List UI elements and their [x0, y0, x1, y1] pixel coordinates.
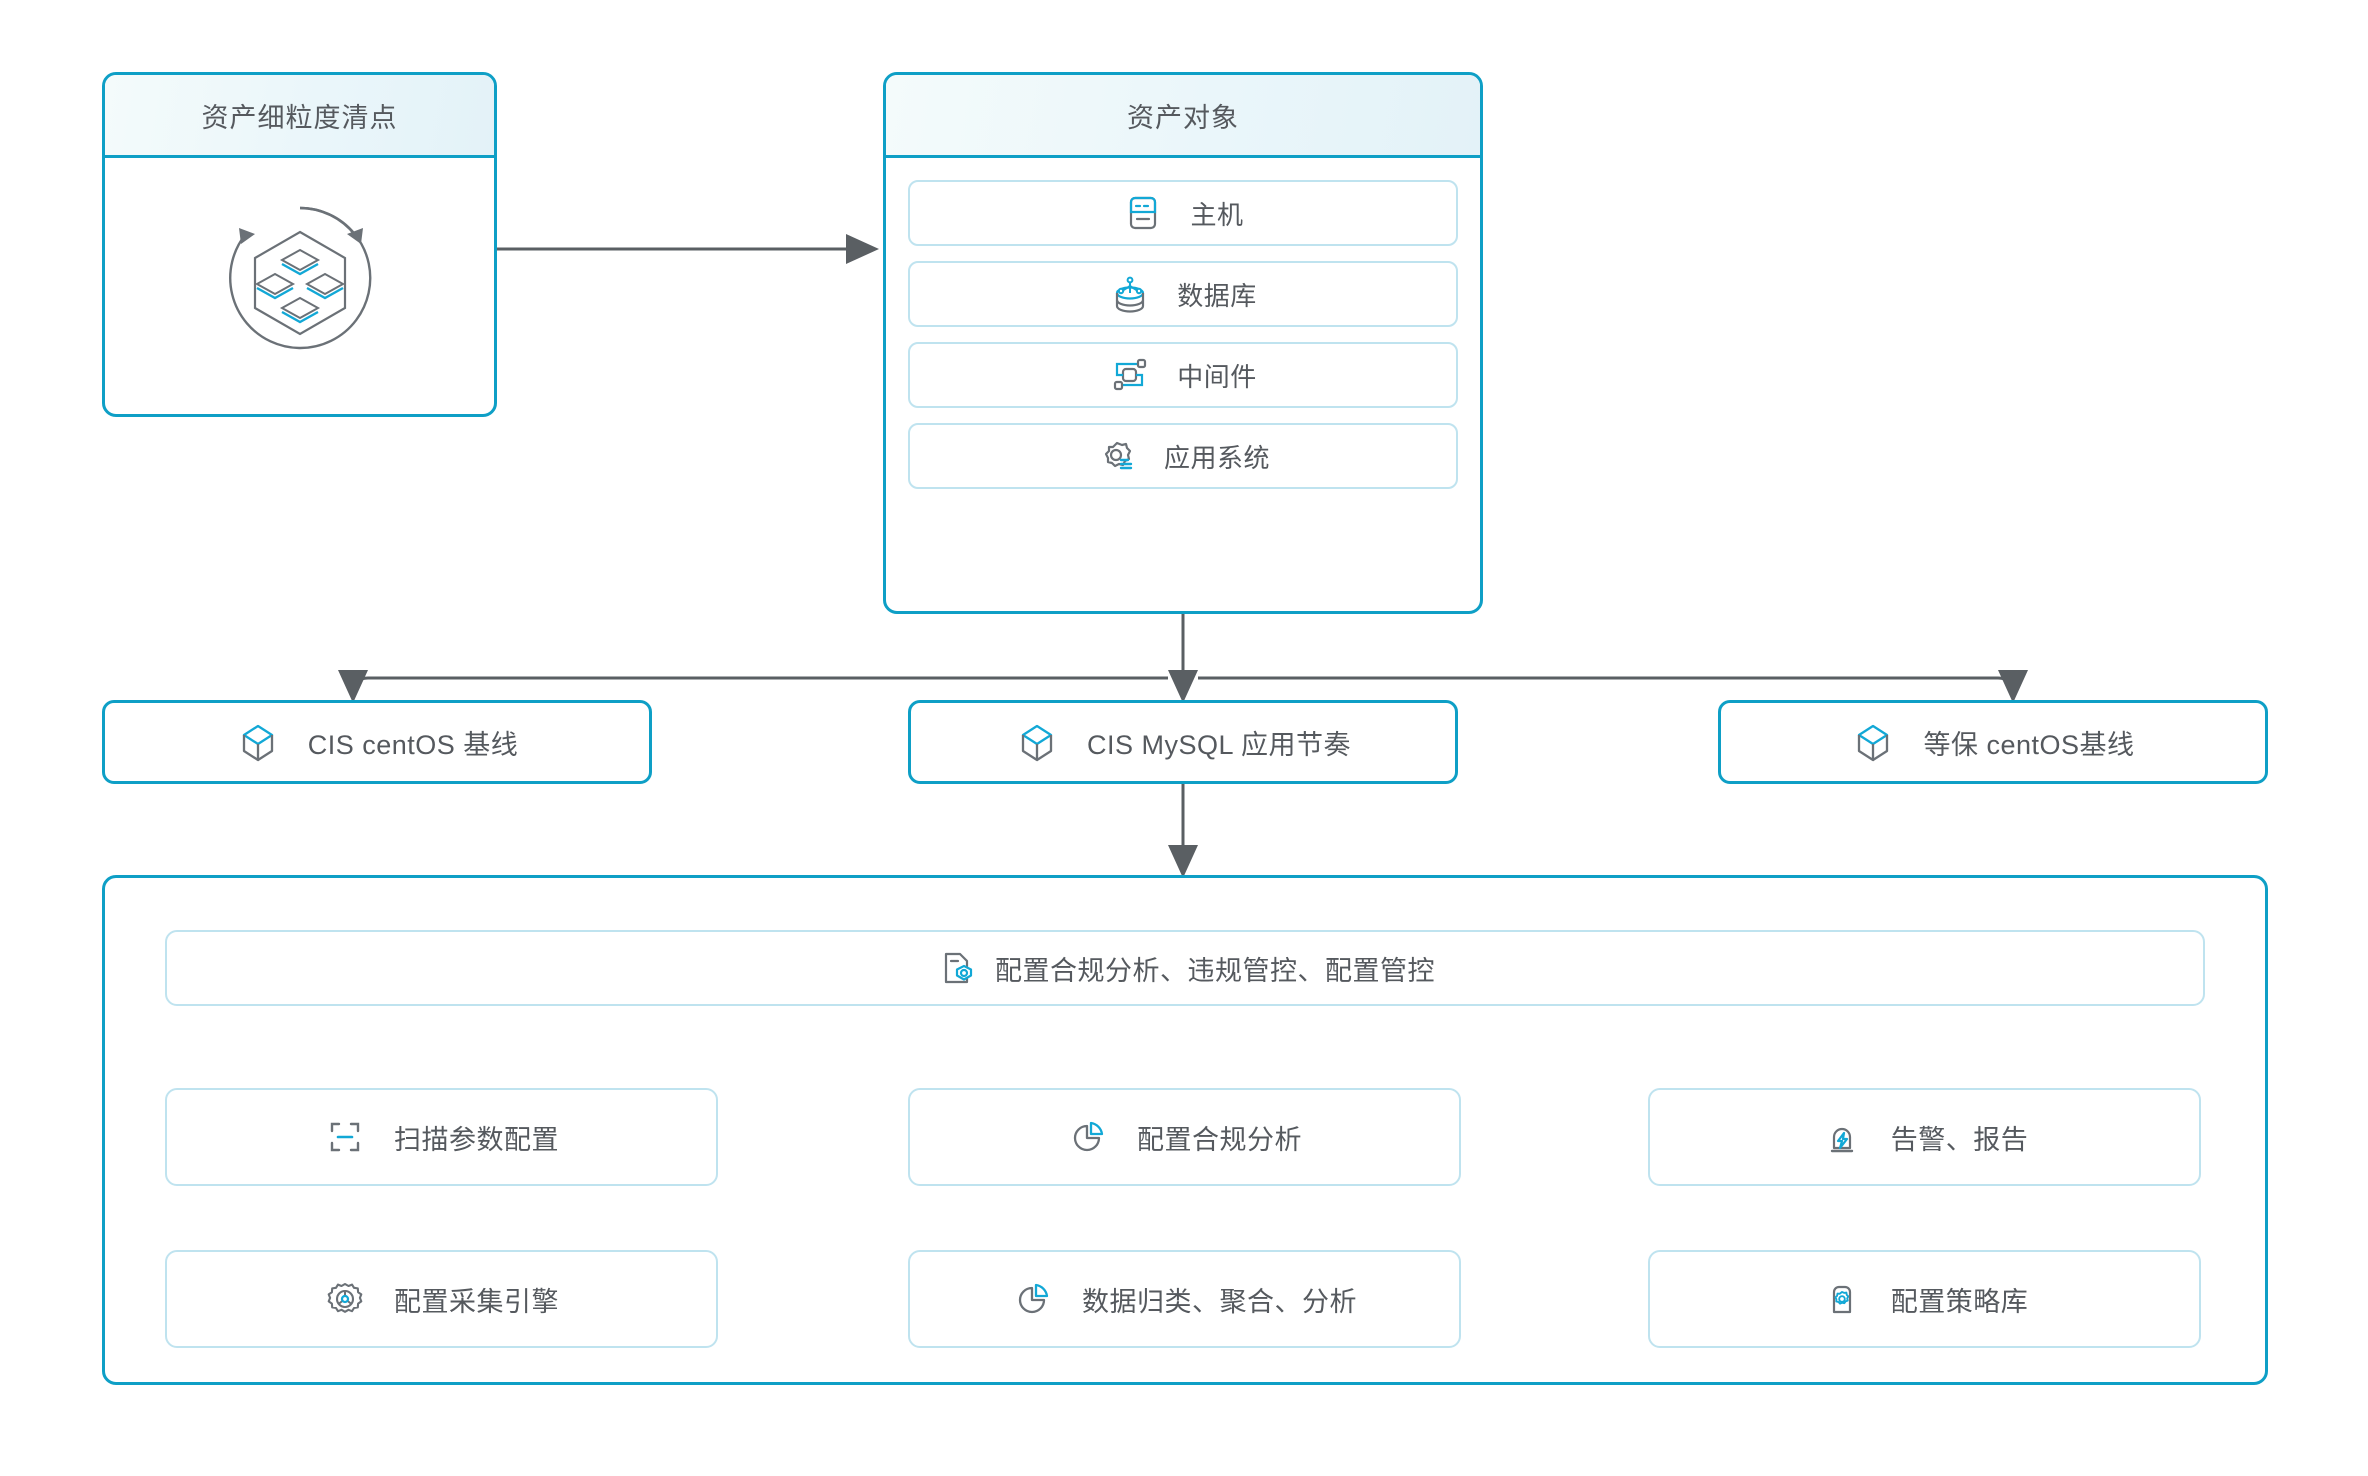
compliance-doc-icon: [935, 946, 979, 990]
asset-cycle-icon: [205, 190, 395, 360]
asset-item-middleware[interactable]: 中间件: [908, 342, 1458, 408]
node-label: 配置合规分析: [1137, 1124, 1302, 1155]
node-alert-report[interactable]: 告警、报告: [1648, 1088, 2201, 1186]
asset-object-title: 资产对象: [886, 75, 1480, 158]
baseline-cis-mysql[interactable]: CIS MySQL 应用节奏: [908, 700, 1458, 784]
baseline-dengbao-centos[interactable]: 等保 centOS基线: [1718, 700, 2268, 784]
database-icon: [1109, 273, 1151, 315]
baseline-label: 等保 centOS基线: [1923, 729, 2135, 760]
node-label: 数据归类、聚合、分析: [1082, 1286, 1357, 1317]
platform-banner-label: 配置合规分析、违规管控、配置管控: [995, 955, 1435, 986]
asset-inventory-art: [105, 158, 494, 392]
asset-object-list: 主机 数据库: [886, 158, 1480, 511]
node-label: 告警、报告: [1890, 1124, 2029, 1155]
node-label: 配置采集引擎: [394, 1286, 559, 1317]
cube-icon: [1851, 720, 1895, 764]
pie-chart-icon: [1067, 1116, 1109, 1158]
cube-icon: [1015, 720, 1059, 764]
node-collect-engine[interactable]: 配置采集引擎: [165, 1250, 718, 1348]
node-label: 扫描参数配置: [394, 1124, 559, 1155]
policy-library-icon: [1821, 1278, 1863, 1320]
application-system-icon: [1096, 435, 1138, 477]
node-label: 配置策略库: [1890, 1286, 2029, 1317]
host-icon: [1122, 192, 1164, 234]
baseline-cis-centos[interactable]: CIS centOS 基线: [102, 700, 652, 784]
pie-chart-icon: [1012, 1278, 1054, 1320]
node-compliance-analysis[interactable]: 配置合规分析: [908, 1088, 1461, 1186]
asset-item-host[interactable]: 主机: [908, 180, 1458, 246]
collect-engine-icon: [324, 1278, 366, 1320]
asset-item-database[interactable]: 数据库: [908, 261, 1458, 327]
asset-inventory-title: 资产细粒度清点: [105, 75, 494, 158]
middleware-icon: [1109, 354, 1151, 396]
asset-object-card[interactable]: 资产对象 主机: [883, 72, 1483, 614]
asset-item-label: 中间件: [1177, 361, 1257, 392]
baseline-label: CIS centOS 基线: [307, 729, 519, 760]
scan-frame-icon: [324, 1116, 366, 1158]
asset-inventory-card[interactable]: 资产细粒度清点: [102, 72, 497, 417]
baseline-label: CIS MySQL 应用节奏: [1086, 729, 1352, 760]
asset-item-label: 应用系统: [1163, 442, 1270, 473]
asset-item-label: 主机: [1190, 199, 1244, 230]
asset-item-application[interactable]: 应用系统: [908, 423, 1458, 489]
node-data-aggregation[interactable]: 数据归类、聚合、分析: [908, 1250, 1461, 1348]
cube-icon: [236, 720, 280, 764]
alert-report-icon: [1821, 1116, 1863, 1158]
node-scan-params[interactable]: 扫描参数配置: [165, 1088, 718, 1186]
asset-item-label: 数据库: [1177, 280, 1257, 311]
platform-banner[interactable]: 配置合规分析、违规管控、配置管控: [165, 930, 2205, 1006]
node-policy-library[interactable]: 配置策略库: [1648, 1250, 2201, 1348]
